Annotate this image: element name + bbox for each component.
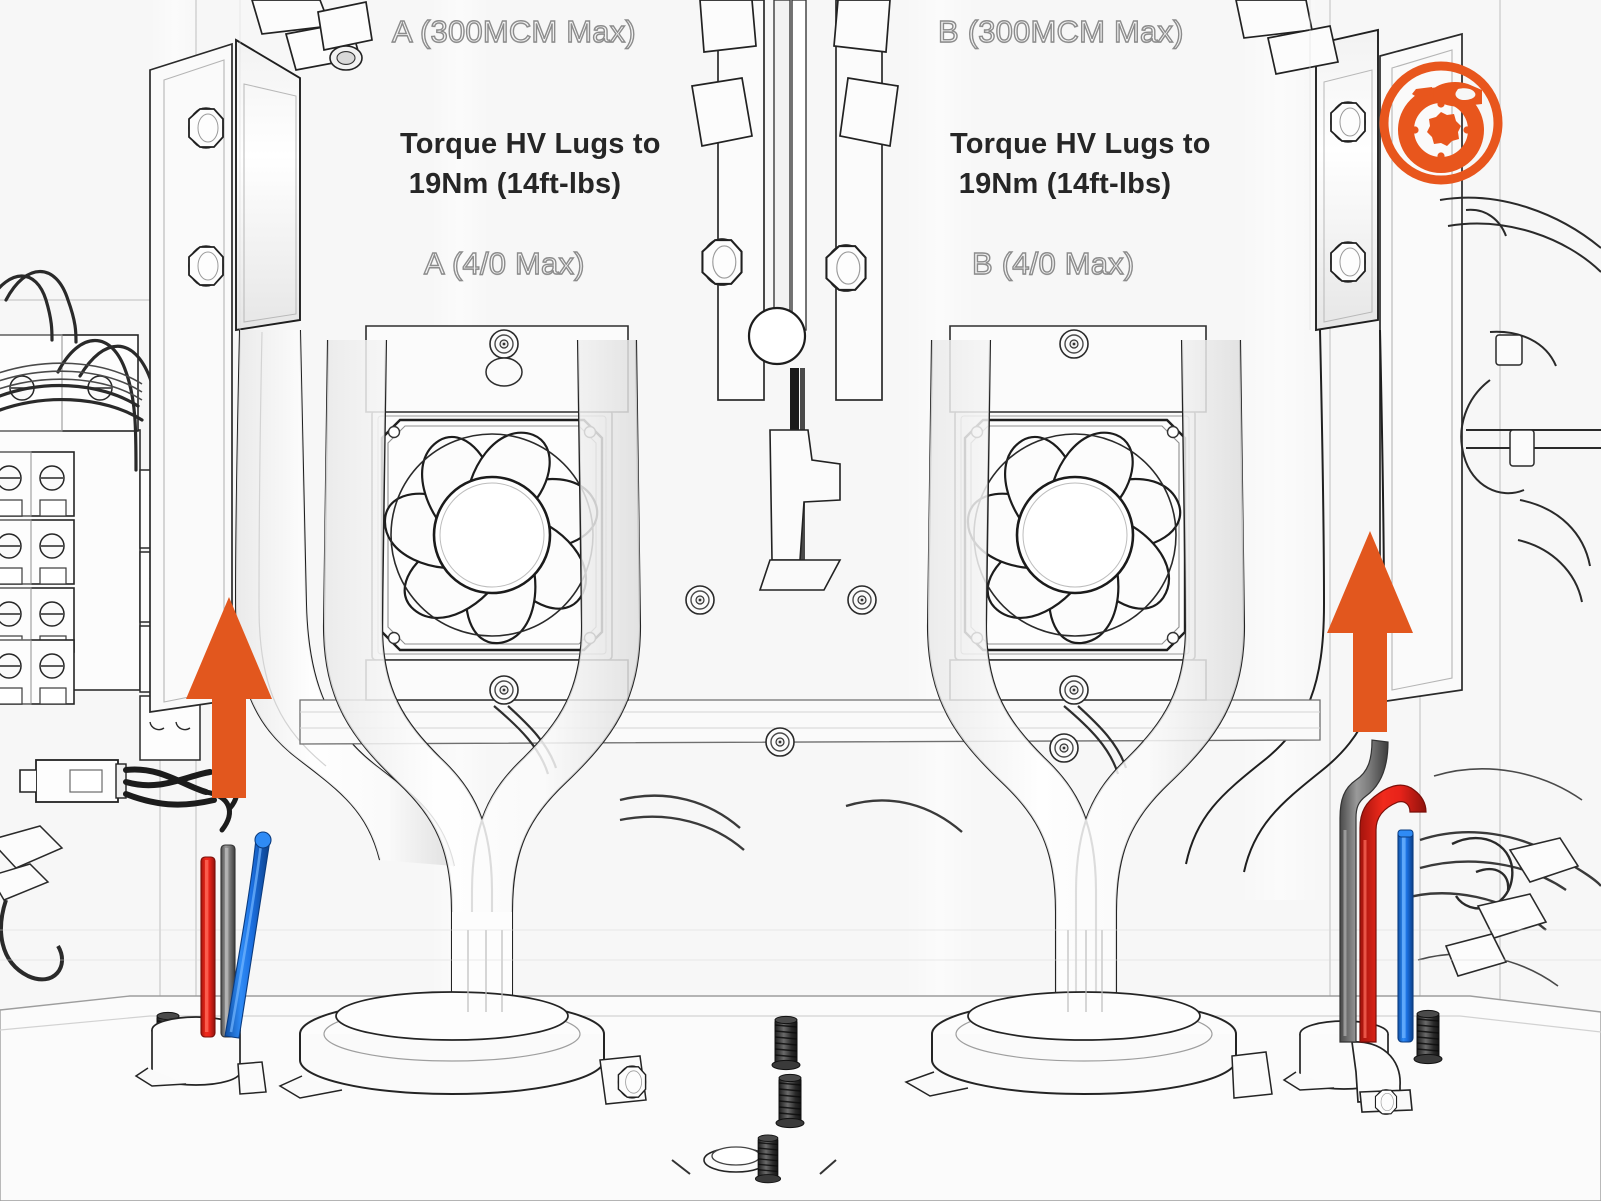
label-lug-a-40: A (4/0 Max) — [423, 245, 585, 281]
torque-note-left: Torque HV Lugs to 19Nm (14ft-lbs) — [400, 124, 661, 204]
logo-outer-ring — [1379, 61, 1503, 185]
cooling-fan-b-art — [953, 408, 1197, 662]
fan-a-mount-art — [365, 325, 629, 775]
lv-connector-base-left-art — [134, 1016, 267, 1095]
wire-black-right — [1339, 739, 1389, 1043]
fan-b-mount-art — [949, 325, 1207, 775]
torque-note-left-line1: Torque HV Lugs to — [400, 128, 661, 160]
up-arrow-right-callout — [1327, 531, 1413, 732]
wire-blue-left — [224, 831, 272, 1039]
torque-note-right-line1: Torque HV Lugs to — [950, 128, 1211, 160]
base-flange-b-art — [904, 991, 1273, 1099]
torque-note-left-line2: 19Nm (14ft-lbs) — [408, 168, 622, 200]
wire-red-left — [200, 856, 216, 1038]
wire-black-left — [220, 844, 236, 1038]
right-hose-assembly-art — [1439, 196, 1601, 603]
center-busbar-post-art — [299, 0, 1321, 763]
label-lug-b-40: B (4/0 Max) — [971, 245, 1135, 281]
logo-caliper-window — [1455, 88, 1476, 100]
wire-bundle-right — [1339, 739, 1427, 1043]
logo-caliper-arm — [1412, 87, 1434, 98]
base-flange-a-art — [278, 991, 647, 1105]
conduit-trunk-b-art — [904, 339, 1273, 1099]
stud-bolts-art — [153, 1009, 1443, 1184]
lv-connector-base-right-art — [1282, 1020, 1413, 1115]
label-lug-b-300mcm: B (300MCM Max) — [937, 13, 1184, 49]
cooling-fan-a-art — [370, 408, 614, 662]
up-arrow-left-callout — [186, 597, 272, 798]
up-arrow-right-shape — [1327, 531, 1413, 732]
wire-red-right — [1359, 784, 1427, 1043]
torque-note-right: Torque HV Lugs to 19Nm (14ft-lbs) — [950, 124, 1211, 204]
up-arrow-left-shape — [186, 597, 272, 798]
wire-blue-right — [1397, 829, 1414, 1043]
circuit-breaker-bank-art — [0, 270, 201, 761]
conduit-trunk-a-art — [278, 339, 647, 1105]
wire-bundle-left — [200, 831, 272, 1039]
torque-note-right-line2: 19Nm (14ft-lbs) — [958, 168, 1172, 200]
logo-hub-scallop — [1427, 112, 1461, 146]
brake-rotor-caliper-logo — [1379, 61, 1503, 185]
label-lug-a-300mcm: A (300MCM Max) — [391, 13, 636, 49]
